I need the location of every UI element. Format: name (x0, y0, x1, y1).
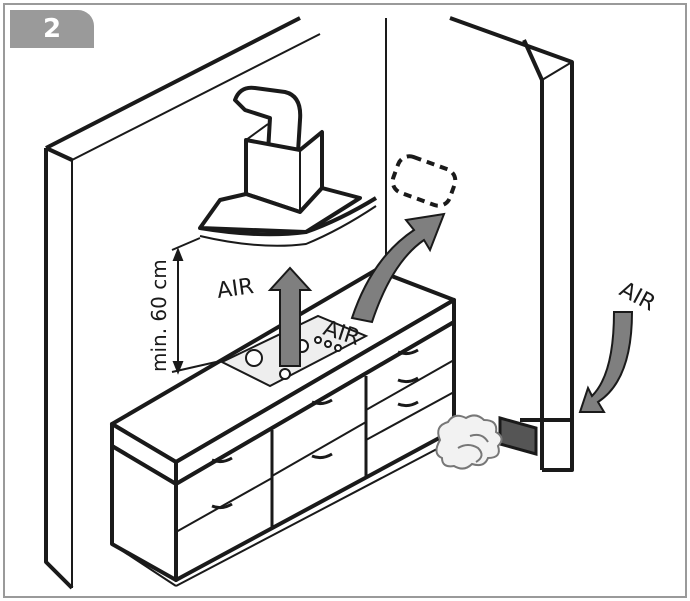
inlet-airflow-arrow (578, 311, 634, 413)
hood-air-label: AIR (215, 274, 255, 304)
back-wall (44, 16, 321, 590)
cooker-hood-icon (198, 85, 378, 247)
dashed-vent-icon (390, 154, 458, 208)
height-label: min. 60 cm (147, 259, 171, 372)
hood-airflow-arrow (267, 266, 313, 367)
cabinet-handles (211, 348, 419, 510)
air-cloud-icon (435, 414, 503, 470)
vent-airflow-arrow (350, 212, 446, 324)
height-measure (171, 237, 217, 375)
step-tab: 2 (10, 10, 94, 48)
side-pillar (449, 16, 574, 472)
step-number: 2 (42, 14, 62, 44)
